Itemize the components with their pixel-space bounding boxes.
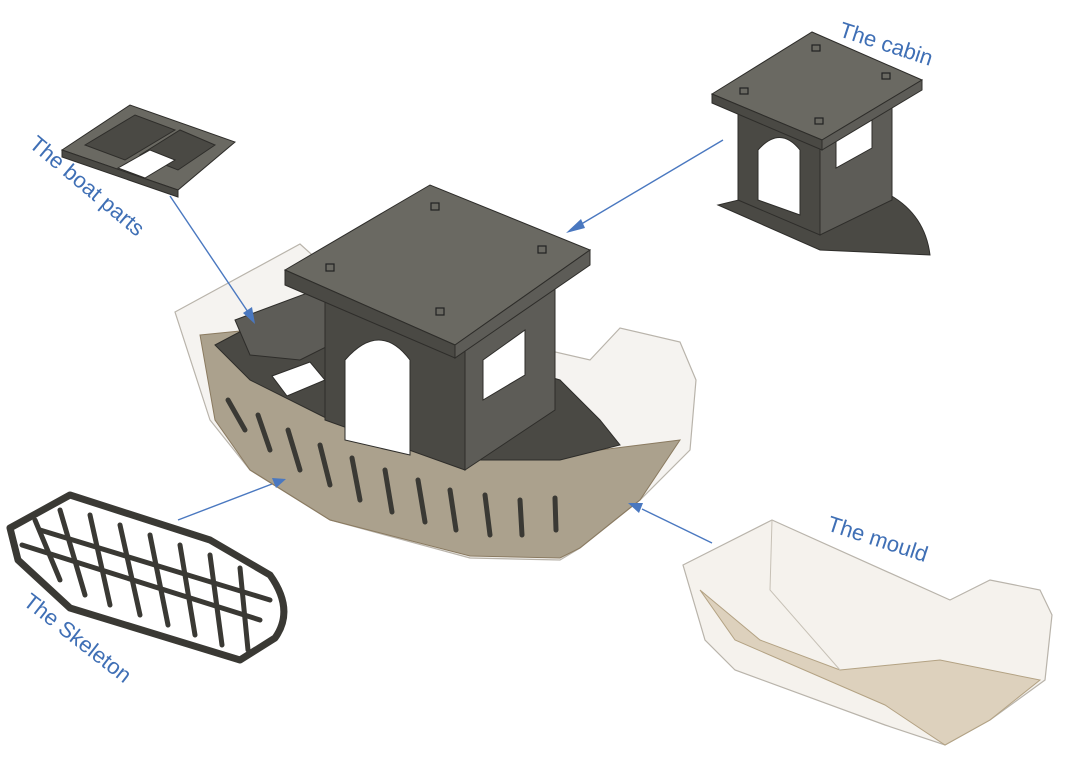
arrow-mould	[641, 508, 713, 544]
assembled-boat	[174, 184, 697, 561]
mould-tinted-wall	[699, 589, 1042, 746]
cabin-part-roof-side	[821, 79, 923, 151]
cabin-part	[710, 31, 931, 256]
arrow-skeleton	[177, 483, 273, 521]
cabin-window	[482, 329, 526, 401]
skeleton-ribs	[19, 507, 273, 653]
skeleton-part	[6, 491, 288, 664]
cabin-roof-side	[454, 249, 591, 359]
arrow-boat-parts-head	[243, 307, 255, 324]
boat-parts-grate	[116, 149, 177, 179]
cabin-door	[344, 339, 411, 456]
boat-parts-part	[60, 104, 236, 198]
label-skeleton: The Skeleton	[19, 588, 137, 688]
roof-pins	[325, 202, 547, 316]
boat-parts-box-left	[83, 114, 177, 161]
arrow-boat-parts	[169, 195, 249, 313]
skeleton-outline	[6, 491, 288, 664]
arrow-skeleton-head	[272, 478, 286, 488]
arrow-cabin	[577, 139, 724, 227]
arrows	[169, 139, 724, 544]
cabin-part-door	[757, 137, 801, 216]
mould-part	[682, 519, 1053, 746]
boat-parts-plate-edge	[61, 149, 179, 198]
hull-ribs	[225, 397, 559, 538]
arrow-cabin-head	[566, 219, 585, 233]
arrow-mould-head	[628, 503, 643, 513]
